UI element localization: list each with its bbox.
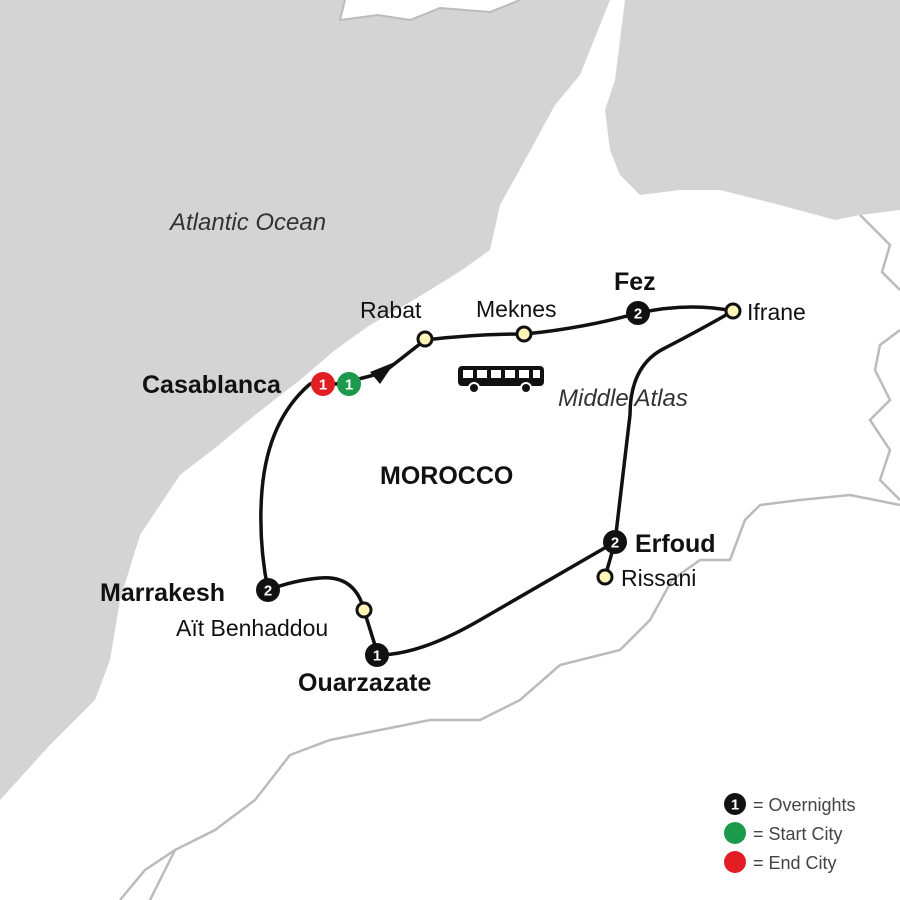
ouarzazate-overnight-badge: 1 — [365, 643, 389, 667]
atlantic-ocean-label: Atlantic Ocean — [168, 209, 326, 236]
svg-text:2: 2 — [634, 306, 642, 323]
route-direction-arrow — [370, 362, 395, 384]
legend: 1 = Overnights = Start City = End City — [724, 793, 856, 873]
country-borders — [119, 214, 900, 900]
rissani-label: Rissani — [621, 565, 696, 591]
mediterranean-area — [605, 0, 900, 220]
spain-coast-line — [338, 0, 521, 22]
svg-text:1: 1 — [731, 797, 739, 814]
country-label: MOROCCO — [380, 462, 513, 490]
legend-end-city: = End City — [724, 851, 837, 873]
erfoud-overnight-badge: 2 — [603, 530, 627, 554]
svg-text:2: 2 — [611, 535, 619, 552]
casablanca-label: Casablanca — [142, 371, 282, 399]
svg-text:= End City: = End City — [753, 853, 837, 873]
marrakesh-label: Marrakesh — [100, 579, 225, 607]
stop-rabat — [416, 330, 434, 348]
svg-text:1: 1 — [373, 648, 381, 665]
stop-ait-benhaddou — [355, 601, 373, 619]
atlantic-ocean-area — [0, 0, 610, 800]
legend-start-city: = Start City — [724, 822, 843, 844]
svg-text:= Start City: = Start City — [753, 824, 843, 844]
svg-text:2: 2 — [264, 583, 272, 600]
ait-benhaddou-label: Aït Benhaddou — [176, 615, 328, 641]
stop-ifrane — [724, 302, 742, 320]
rabat-label: Rabat — [360, 297, 422, 323]
marrakesh-overnight-badge: 2 — [256, 578, 280, 602]
ifrane-label: Ifrane — [747, 299, 806, 325]
svg-text:1: 1 — [319, 377, 327, 394]
fez-overnight-badge: 2 — [626, 301, 650, 325]
middle-atlas-label: Middle Atlas — [558, 385, 688, 412]
stop-meknes — [515, 325, 533, 343]
casablanca-start-badge: 1 — [337, 372, 361, 396]
fez-label: Fez — [614, 268, 656, 296]
ouarzazate-label: Ouarzazate — [298, 669, 431, 697]
erfoud-label: Erfoud — [635, 530, 716, 558]
casablanca-end-badge: 1 — [311, 372, 335, 396]
bus-icon — [458, 366, 544, 394]
meknes-label: Meknes — [476, 296, 557, 322]
stop-rissani — [596, 568, 614, 586]
svg-text:1: 1 — [345, 377, 353, 394]
legend-overnights: 1 = Overnights — [724, 793, 856, 815]
svg-text:= Overnights: = Overnights — [753, 795, 856, 815]
